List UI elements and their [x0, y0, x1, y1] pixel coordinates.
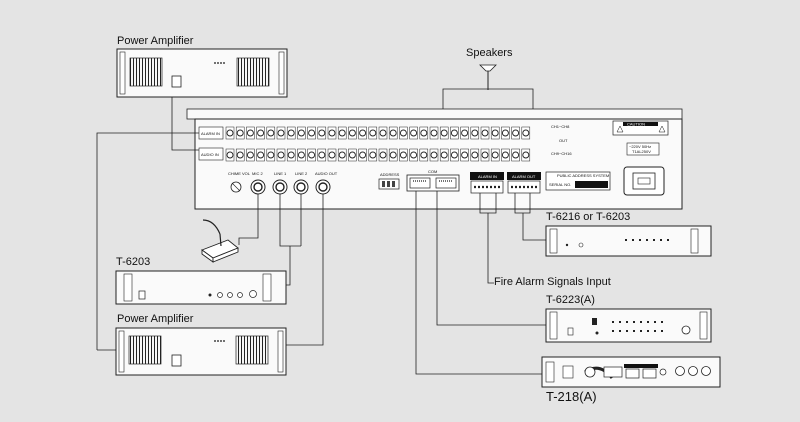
audio-in-label: AUDIO IN	[201, 152, 219, 157]
mic2-jack	[250, 179, 266, 195]
t6216-label: T-6216 or T-6203	[546, 211, 631, 223]
public-address-label: PUBLIC ADDRESS SYSTEM	[557, 173, 609, 178]
audio-out-label: AUDIO OUT	[315, 171, 338, 176]
t218-label: T-218(A)	[546, 389, 597, 404]
line2-jack	[293, 179, 309, 195]
com-label: COM	[428, 169, 437, 174]
chime-vol-label: CHIME VOL	[228, 171, 251, 176]
com-connectors	[406, 174, 460, 192]
serial-plate: PUBLIC ADDRESS SYSTEM SERIAL NO.	[545, 171, 611, 191]
power-amplifier-top	[116, 48, 288, 98]
speaker-icon	[479, 64, 497, 90]
main-rear-panel: ALARM IN AUDIO IN CH1~CH8 OUT CH9~CH16 C…	[186, 108, 683, 210]
connection-wires	[96, 97, 546, 375]
power-amplifier-top-label: Power Amplifier	[117, 35, 194, 47]
terminal-strip	[225, 126, 531, 162]
ch-top-label: CH1~CH8	[551, 124, 570, 129]
microphone-icon	[201, 219, 239, 263]
ch-bot-label: CH9~CH16	[551, 151, 572, 156]
fuse-label: T1AL250V	[632, 149, 651, 154]
t6203-left-label: T-6203	[116, 256, 151, 268]
audio-out-jack	[315, 179, 331, 195]
serial-label: SERIAL NO.	[549, 182, 571, 187]
out-label: OUT	[559, 138, 568, 143]
speaker-wires	[442, 88, 534, 127]
power-amplifier-bottom-label: Power Amplifier	[117, 313, 194, 325]
address-dip-switch	[378, 178, 400, 190]
fire-alarm-label: Fire Alarm Signals Input	[494, 276, 611, 288]
t6203-left-unit	[115, 270, 287, 305]
chime-vol-knob	[230, 181, 242, 193]
speakers-label: Speakers	[466, 47, 513, 59]
t218-unit	[541, 356, 721, 388]
power-amplifier-bottom	[115, 327, 287, 376]
address-label: ADDRESS	[380, 172, 400, 177]
alarm-in-label: ALARM IN	[201, 131, 220, 136]
line1-label: LINE 1	[274, 171, 287, 176]
t6223-unit	[545, 308, 712, 343]
mic2-label: MIC 2	[252, 171, 263, 176]
t6223-label: T-6223(A)	[546, 294, 595, 306]
voltage-label: ~220V 50Hz	[629, 144, 651, 149]
line1-jack	[272, 179, 288, 195]
caution-label: CAUTION	[627, 122, 645, 127]
t6216-unit	[545, 225, 712, 257]
alarm-in-block-label: ALARM IN	[478, 174, 497, 179]
line2-label: LINE 2	[295, 171, 308, 176]
alarm-in-block: ALARM IN	[470, 172, 504, 194]
alarm-out-block: ALARM OUT	[507, 172, 541, 194]
alarm-out-block-label: ALARM OUT	[512, 174, 536, 179]
